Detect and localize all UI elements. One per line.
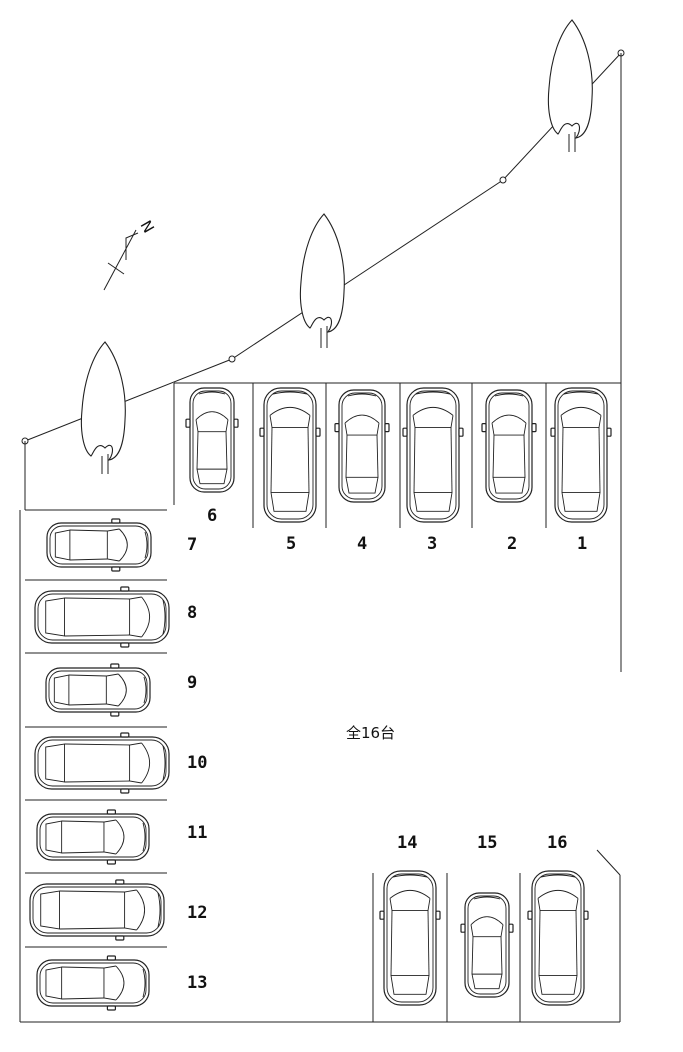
car-van-icon: [402, 387, 464, 523]
space-number: 5: [286, 534, 296, 554]
car-sedan-icon: [36, 809, 150, 865]
car-van-icon: [550, 387, 612, 523]
car-sedan-icon: [334, 389, 390, 503]
car-sedan-icon: [481, 389, 537, 503]
space-number: 2: [507, 534, 517, 554]
space-number: 15: [477, 833, 497, 853]
bottom-row-stalls: [372, 873, 521, 1022]
car-small-icon: [460, 892, 514, 998]
car-sedan-icon: [36, 955, 150, 1011]
space-number: 12: [187, 903, 207, 923]
space-number: 11: [187, 823, 207, 843]
space-number: 10: [187, 753, 207, 773]
cars-layer: [29, 387, 612, 1011]
car-van-icon: [259, 387, 321, 523]
car-van-icon: [527, 870, 589, 1006]
space-number: 13: [187, 973, 207, 993]
north-label: N: [137, 217, 158, 236]
car-small-icon: [45, 663, 151, 717]
car-van-icon: [379, 870, 441, 1006]
space-numbers: 1 2 3 4 5 6 7 8 9 10 11 12 13 14 15 16: [187, 506, 587, 993]
space-number: 9: [187, 673, 197, 693]
space-number: 8: [187, 603, 197, 623]
car-van-icon: [34, 732, 170, 794]
space-number: 6: [207, 506, 217, 526]
space-number: 4: [357, 534, 367, 554]
space-number: 3: [427, 534, 437, 554]
car-small-icon: [46, 518, 152, 572]
space-number: 1: [577, 534, 587, 554]
car-van-icon: [34, 586, 170, 648]
tree-icon: [299, 213, 345, 348]
left-column-stalls: [25, 509, 167, 948]
space-number: 7: [187, 535, 197, 555]
space-number: 16: [547, 833, 567, 853]
tree-icon: [80, 341, 126, 474]
north-arrow-icon: N: [103, 217, 158, 291]
car-small-icon: [185, 387, 239, 493]
car-van-icon: [29, 879, 165, 941]
space-number: 14: [397, 833, 417, 853]
tree-icon: [547, 19, 593, 152]
total-capacity-label: 全16台: [346, 724, 395, 742]
top-row-stalls: [173, 382, 621, 528]
